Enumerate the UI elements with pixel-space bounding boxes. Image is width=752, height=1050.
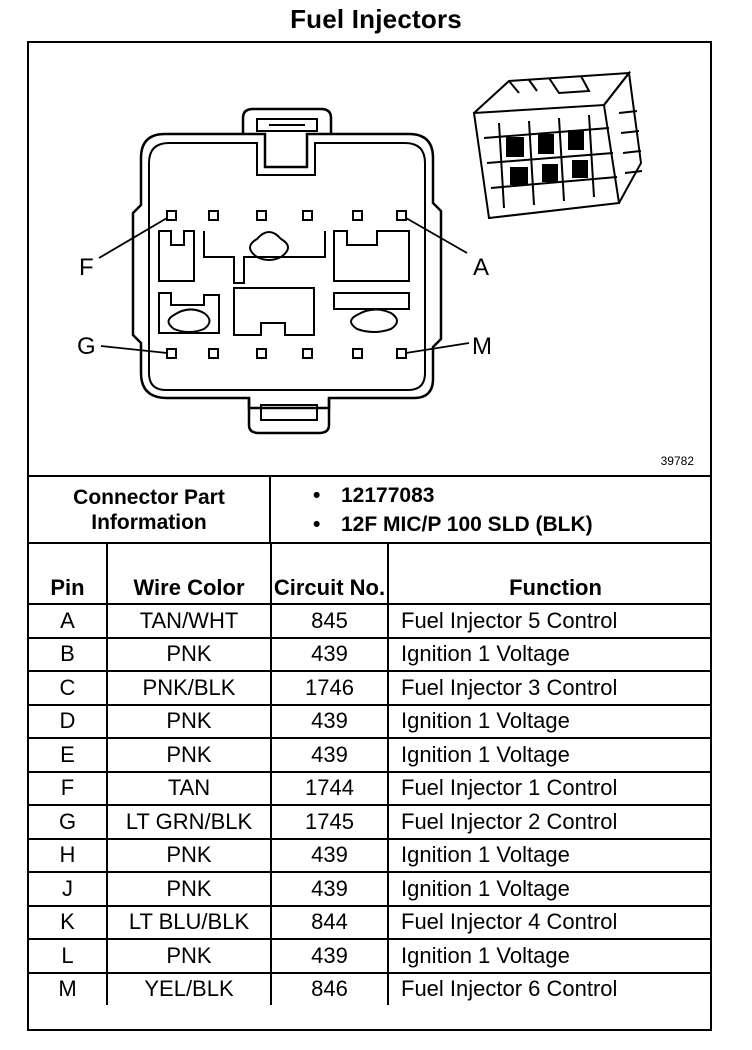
connector-part-info: Connector Part Information 12177083 12F … [29,477,710,544]
callout-m: M [472,333,492,360]
function-cell: Ignition 1 Voltage [387,837,710,873]
pin-cell: F [29,770,108,806]
circuit-cell: 846 [270,971,389,1005]
divider [29,475,710,477]
top-latch [241,107,333,134]
pin-cavity [208,348,219,359]
pin-cell: C [29,670,108,706]
bottom-latch [247,398,331,435]
wire-color-cell: PNK [106,938,272,974]
pin-cavity [302,210,313,221]
connector-isometric-view [472,70,643,220]
wire-color-cell: PNK/BLK [106,670,272,706]
pin-cell: A [29,603,108,639]
connector-shell-outline [131,132,443,410]
circuit-cell: 1746 [270,670,389,706]
circuit-cell: 844 [270,904,389,940]
callout-a: A [473,254,489,281]
function-cell: Fuel Injector 3 Control [387,670,710,706]
pin-cavity [352,348,363,359]
pin-cell: D [29,703,108,739]
function-cell: Ignition 1 Voltage [387,737,710,773]
pin-cavity [256,210,267,221]
pin-cell: J [29,871,108,907]
wire-color-cell: PNK [106,737,272,773]
wire-color-cell: PNK [106,703,272,739]
connector-part-list: 12177083 12F MIC/P 100 SLD (BLK) [275,481,593,539]
callout-g: G [77,333,96,360]
page-title: Fuel Injectors [290,4,462,34]
table-header-row: Pin Wire Color Circuit No. Function [29,544,710,605]
wire-color-cell: LT GRN/BLK [106,804,272,840]
pin-cavity [352,210,363,221]
header-wire-color: Wire Color [106,544,272,605]
function-cell: Ignition 1 Voltage [387,636,710,672]
pin-cavity [208,210,219,221]
wire-color-cell: PNK [106,636,272,672]
function-cell: Ignition 1 Voltage [387,938,710,974]
pin-cell: B [29,636,108,672]
connector-face-diagram: F A G M [77,70,643,435]
figure-id: 39782 [660,454,694,468]
pin-cell: G [29,804,108,840]
pin-cell: E [29,737,108,773]
pin-cell: H [29,837,108,873]
function-cell: Fuel Injector 1 Control [387,770,710,806]
pin-cell: M [29,971,108,1005]
wire-color-cell: LT BLU/BLK [106,904,272,940]
header-function: Function [387,544,710,605]
wire-color-cell: TAN/WHT [106,603,272,639]
circuit-cell: 439 [270,737,389,773]
circuit-cell: 439 [270,871,389,907]
pin-cavity [302,348,313,359]
function-cell: Ignition 1 Voltage [387,703,710,739]
connector-part-label: Connector Part Information [29,477,271,542]
connector-part-item: 12177083 [275,481,593,510]
wire-color-cell: PNK [106,837,272,873]
pin-cavity [166,210,177,221]
circuit-cell: 1744 [270,770,389,806]
pin-cavity [256,348,267,359]
circuit-cell: 439 [270,938,389,974]
function-cell: Fuel Injector 5 Control [387,603,710,639]
circuit-cell: 439 [270,703,389,739]
circuit-cell: 1745 [270,804,389,840]
pin-cell: L [29,938,108,974]
wire-color-cell: YEL/BLK [106,971,272,1005]
header-pin: Pin [29,544,108,605]
connector-part-item: 12F MIC/P 100 SLD (BLK) [275,510,593,539]
function-cell: Fuel Injector 2 Control [387,804,710,840]
circuit-cell: 439 [270,636,389,672]
connector-shell-inner [148,142,426,391]
function-cell: Ignition 1 Voltage [387,871,710,907]
wire-color-cell: TAN [106,770,272,806]
circuit-cell: 439 [270,837,389,873]
function-cell: Fuel Injector 4 Control [387,904,710,940]
callout-f: F [79,254,94,281]
pin-cavity [396,348,407,359]
pin-cell: K [29,904,108,940]
connector-sheet: F A G M 39782 Connector Part Information… [27,41,712,1031]
function-cell: Fuel Injector 6 Control [387,971,710,1005]
circuit-cell: 845 [270,603,389,639]
pin-cavity [396,210,407,221]
wire-color-cell: PNK [106,871,272,907]
header-circuit-no: Circuit No. [270,544,389,605]
pin-cavity [166,348,177,359]
